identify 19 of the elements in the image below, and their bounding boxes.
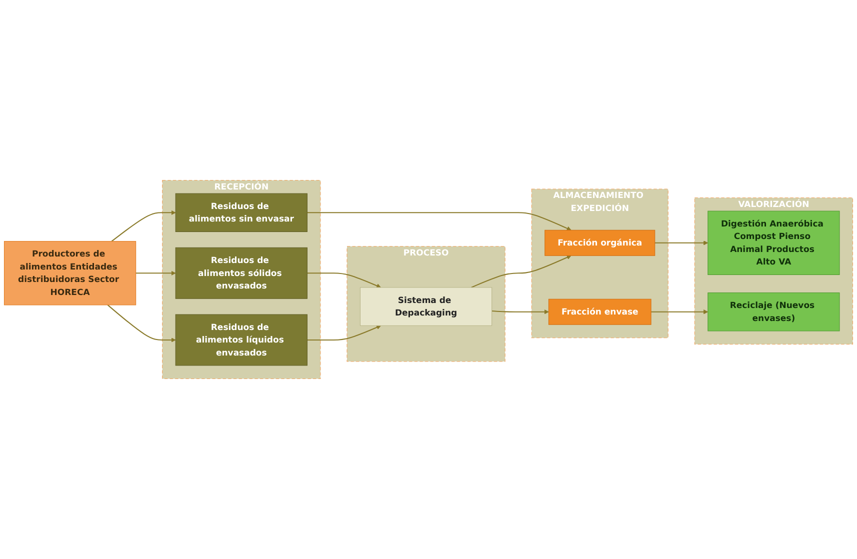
arrow	[136, 270, 176, 276]
arrow	[471, 255, 572, 288]
node-box: Residuos de alimentos líquidos envasados	[175, 314, 308, 366]
node-box: Residuos de alimentos sólidos envasados	[175, 247, 308, 299]
arrow	[492, 310, 549, 314]
node-box: Digestión Anaeróbica Compost Pienso Animal Productos Alto VA	[708, 210, 840, 275]
arrow	[111, 210, 176, 242]
arrow	[307, 272, 382, 288]
node-box: Sistema de Depackaging	[360, 287, 492, 326]
arrow	[107, 304, 176, 342]
arrow	[307, 325, 382, 341]
node-box: Residuos de alimentos sin envasar	[175, 193, 308, 232]
node-box: Fracción orgánica	[544, 230, 656, 256]
arrow	[651, 310, 708, 314]
arrow	[307, 212, 572, 231]
node-box: Fracción envase	[548, 298, 652, 325]
node-box: Productores de alimentos Entidades distribuidoras Sector HORECA	[4, 241, 136, 306]
arrow	[654, 240, 708, 246]
node-box: Reciclaje (Nuevos envases)	[708, 292, 840, 332]
